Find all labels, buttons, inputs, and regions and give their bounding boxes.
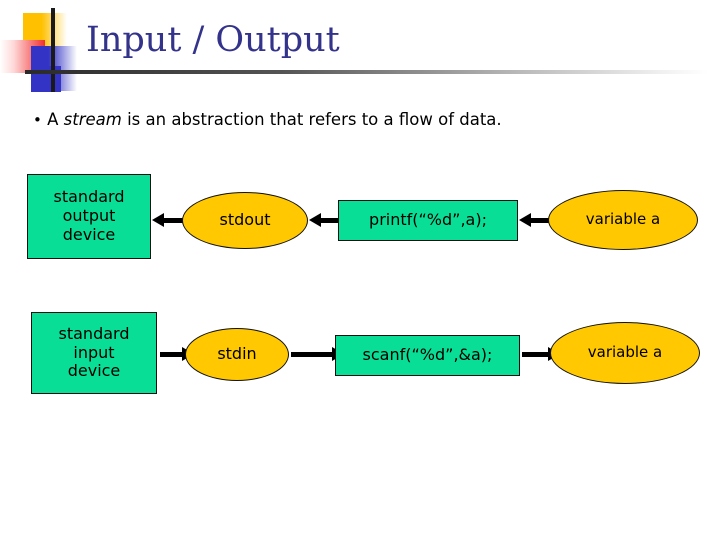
title-divider-rule xyxy=(25,70,708,74)
arrow-printf-to-stdout xyxy=(309,213,339,227)
node-standard-input-device-label: standard input device xyxy=(58,323,130,381)
node-variable-a-input-label: variable a xyxy=(587,343,663,362)
node-standard-input-device: standard input device xyxy=(31,312,157,394)
arrow-variable-to-printf xyxy=(519,213,549,227)
node-variable-a-input: variable a xyxy=(550,322,700,384)
arrow-input-device-to-stdin xyxy=(160,347,194,361)
arrow-scanf-to-variable xyxy=(522,347,560,361)
bullet-text-before: A xyxy=(47,110,64,129)
node-scanf-label: scanf(“%d”,&a); xyxy=(362,345,493,365)
arrow-stdin-to-scanf xyxy=(291,347,344,361)
bullet-paragraph: • A stream is an abstraction that refers… xyxy=(33,110,502,129)
arrow-head-left-icon xyxy=(519,213,531,227)
node-scanf-call: scanf(“%d”,&a); xyxy=(335,335,520,376)
node-standard-output-device-label: standard output device xyxy=(53,187,125,244)
node-stdin-stream: stdin xyxy=(185,328,289,381)
node-stdout-label: stdout xyxy=(219,210,271,230)
node-variable-a-output: variable a xyxy=(548,190,698,250)
node-printf-label: printf(“%d”,a); xyxy=(369,210,487,230)
bullet-text-after: is an abstraction that refers to a flow … xyxy=(121,110,502,129)
node-standard-output-device: standard output device xyxy=(27,174,151,259)
bullet-text-emphasis: stream xyxy=(63,110,122,129)
motif-vertical-line xyxy=(51,8,55,92)
arrow-head-left-icon xyxy=(309,213,321,227)
node-variable-a-output-label: variable a xyxy=(585,210,661,229)
node-printf-call: printf(“%d”,a); xyxy=(338,200,518,241)
arrow-head-left-icon xyxy=(152,213,164,227)
bullet-marker: • xyxy=(33,111,42,129)
node-stdin-label: stdin xyxy=(217,344,257,364)
arrow-stdout-to-output-device xyxy=(152,213,183,227)
node-stdout-stream: stdout xyxy=(182,192,308,249)
page-title: Input / Output xyxy=(86,20,340,60)
